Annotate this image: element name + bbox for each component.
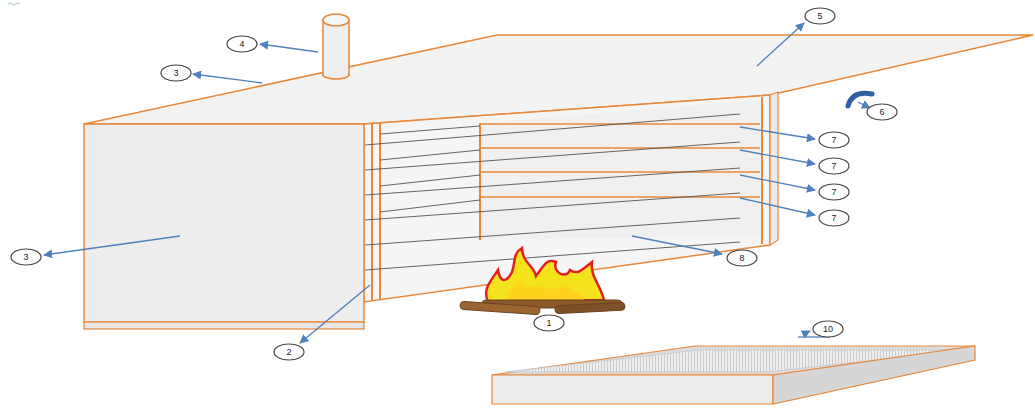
frame (372, 97, 762, 300)
callout-number: 4 (239, 40, 244, 49)
rack-rods (365, 114, 740, 270)
callout-circle: 10 (812, 320, 844, 338)
callout-number: 8 (739, 254, 744, 263)
tray (492, 346, 975, 404)
callout-number: 3 (173, 69, 178, 78)
callout-number: 7 (831, 162, 836, 171)
callout-number: 3 (23, 253, 28, 262)
callout-number: 2 (286, 348, 291, 357)
callout-number: 10 (823, 325, 833, 334)
callout-number: 7 (831, 136, 836, 145)
callout-circle: 2 (273, 343, 305, 361)
callout-number: 7 (831, 188, 836, 197)
callout-circle: 3 (160, 64, 192, 82)
callout-number: 5 (817, 12, 822, 21)
shelves (480, 124, 760, 197)
callout-circle: 7 (818, 131, 850, 149)
callout-circle: 1 (533, 314, 565, 332)
callout-circle: 7 (818, 157, 850, 175)
callout-circle: 5 (804, 7, 836, 25)
callout-number: 1 (546, 319, 551, 328)
mark (8, 3, 20, 5)
callout-circle: 3 (10, 248, 42, 266)
callout-circle: 8 (726, 249, 758, 267)
callout-circle: 7 (818, 209, 850, 227)
leader-lines (44, 23, 870, 343)
callout-number: 6 (879, 108, 884, 117)
callout-circle: 7 (818, 183, 850, 201)
handle (848, 93, 872, 106)
chimney (323, 14, 349, 79)
callout-circle: 4 (226, 35, 258, 53)
body-side (770, 92, 778, 245)
callout-circle: 6 (866, 103, 898, 121)
side-box (84, 124, 364, 322)
fire (460, 248, 625, 315)
callout-number: 7 (831, 214, 836, 223)
body-front (364, 95, 770, 302)
